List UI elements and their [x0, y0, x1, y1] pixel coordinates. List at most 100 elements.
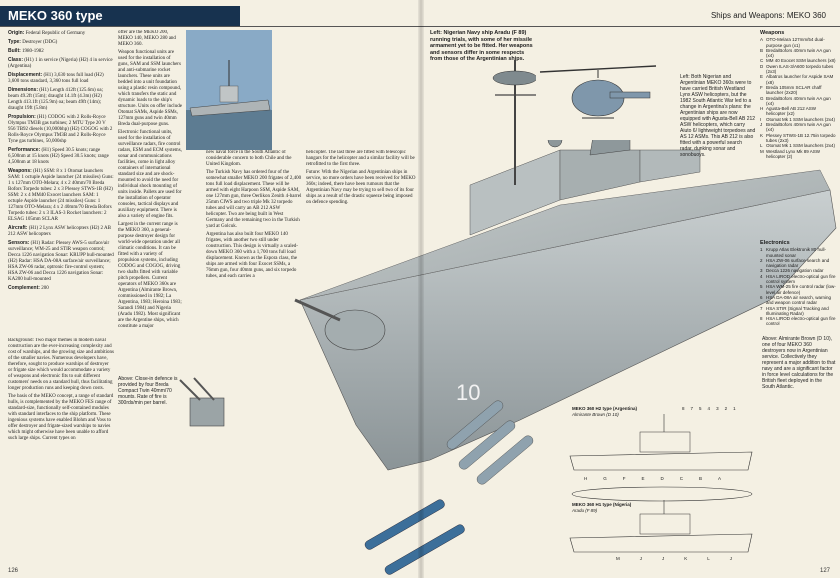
profile-h2: [569, 414, 753, 471]
spec-column: Origin: Federal Republic of Germany Type…: [8, 30, 114, 334]
page-number-right: 127: [819, 568, 830, 574]
h2-top-markers: 8 7 5 4 3 2 1: [682, 406, 736, 411]
h1-bottom-markers: M J J K L J: [616, 556, 732, 561]
page-number-left: 126: [8, 568, 19, 574]
spec-item: Propulsion: (H1) CODOG with 2 Rolls-Royc…: [8, 114, 113, 144]
hull-side: [299, 189, 837, 471]
electronics-heading: Electronics: [760, 240, 790, 246]
marker: C: [679, 476, 684, 481]
marker: 8: [682, 406, 685, 411]
page-title: MEKO 360 type: [8, 8, 103, 23]
spec-item: Type: Destroyer (DDG): [8, 39, 58, 45]
running-header: Ships and Weapons: MEKO 360: [710, 11, 826, 20]
spec-item: Built: 1980-1982: [8, 48, 44, 54]
caption-helicopter: Left: Both Nigerian and Argentinian MEKO…: [680, 74, 756, 158]
paragraph: Electronic functional units, used for th…: [118, 130, 182, 219]
paragraph: The Turkish Navy has ordered four of the…: [206, 170, 302, 229]
paragraph: offer are the MEKO 200, MEKO 140, MEKO 2…: [118, 30, 176, 47]
marker: 5: [699, 406, 702, 411]
spec-item: Aircraft: (H1) 2 Lynx ASW helicopters (H…: [8, 225, 111, 237]
marker: 7: [690, 406, 694, 411]
marker: J: [639, 556, 642, 561]
marker: J: [729, 556, 733, 561]
gun-barrel: [294, 298, 341, 322]
hangar: [639, 149, 701, 183]
marker: J: [662, 556, 665, 561]
paragraph: The basis of the MEKO concept, a range o…: [8, 394, 114, 441]
marker: M: [616, 556, 620, 561]
marker: 3: [716, 406, 719, 411]
spec-item: Dimensions: (H1) Length 412ft (125.6m) o…: [8, 87, 104, 111]
paragraph: helicopter. The last three are fitted wi…: [306, 150, 415, 167]
paragraph: Future: With the Nigerian and Argentinia…: [306, 170, 416, 205]
caption-aradu: Left: Nigerian Navy ship Aradu (F 89) ru…: [430, 30, 533, 62]
spec-item: Performance: (H1) Speed 30.5 knots; rang…: [8, 147, 109, 165]
breda-twin-mount: [189, 397, 225, 427]
marker: D: [660, 476, 664, 481]
hull-number: 10: [456, 380, 480, 405]
marker: F: [622, 476, 626, 481]
marker: K: [684, 556, 688, 561]
caption-breda-gun: Above: Close-in defence is provided by f…: [118, 376, 178, 406]
body-column-3: new naval force in the South Atlantic of…: [206, 150, 302, 350]
paragraph: Argentina has also built four MEKO 140 f…: [206, 232, 298, 279]
marker: 4: [707, 406, 711, 411]
main-deck: [299, 169, 831, 301]
paragraph: Weapon functional units are used for the…: [118, 50, 182, 127]
weapons-heading: Weapons: [760, 30, 785, 36]
h2-profile-name: Almirante Brown (D 10): [572, 412, 619, 417]
spec-item: Complement: 200: [8, 285, 49, 291]
marker: A: [718, 476, 722, 481]
header-rule: [0, 26, 840, 27]
breda-barrel-left: [179, 379, 201, 401]
radar-antenna: [492, 70, 538, 86]
marker: L: [707, 556, 710, 561]
missile-group: [364, 400, 534, 575]
marker: 2: [724, 406, 728, 411]
spec-item: Weapons: (H1) SSM: 8 x 1 Otomat launcher…: [8, 168, 114, 222]
spec-item: Displacement: (H1) 3,630 tons full load …: [8, 72, 104, 84]
h1-profile-title: MEKO 360 H1 type (Nigeria): [572, 502, 632, 507]
paragraph: Background: Two major themes in modern n…: [8, 338, 114, 391]
h1-profile-name: Aradu (F 89): [572, 508, 598, 513]
breda-barrel-right: [193, 377, 215, 401]
spec-item: Class: (H1) 1 in service (Nigeria) (H2) …: [8, 57, 113, 69]
marker: 1: [733, 406, 736, 411]
spec-item: Origin: Federal Republic of Germany: [8, 30, 86, 36]
marker: B: [699, 476, 703, 481]
body-column-4: helicopter. The last three are fitted wi…: [306, 150, 416, 220]
marker: H: [584, 476, 588, 481]
aft-superstructure: [559, 149, 641, 201]
plan-h2: [571, 486, 753, 502]
marker: E: [641, 476, 645, 481]
paragraph: Largest in the current range is the MEKO…: [118, 222, 182, 329]
book-gutter: [418, 0, 424, 578]
h2-bottom-markers: H G F E D C B A: [584, 476, 721, 481]
photo-aradu: [186, 30, 272, 150]
spec-item: Sensors: (H1) Radar: Plessey AWS-5 surfa…: [8, 240, 114, 282]
marker: G: [603, 476, 607, 481]
